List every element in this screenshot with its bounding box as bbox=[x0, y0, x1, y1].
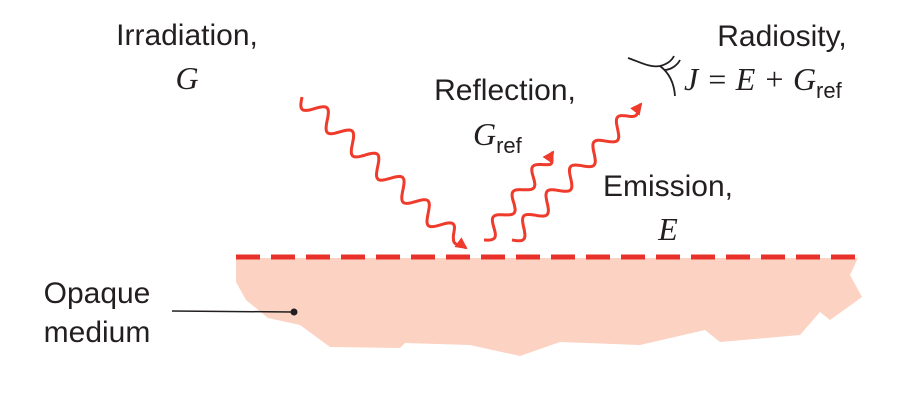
medium-leader-dot bbox=[290, 308, 298, 316]
radiosity-brace bbox=[627, 55, 681, 97]
irradiation-symbol: G bbox=[175, 60, 198, 96]
opaque-medium-label-line1: Opaque bbox=[44, 277, 151, 310]
irradiation-label: Irradiation, bbox=[116, 19, 258, 52]
radiosity-equation-sub: ref bbox=[816, 78, 843, 103]
reflection-symbol-sub: ref bbox=[496, 133, 523, 158]
reflection-symbol: Gref bbox=[473, 116, 523, 158]
opaque-medium-shape bbox=[236, 258, 862, 356]
radiosity-label: Radiosity, bbox=[717, 20, 847, 53]
irradiation-wavy-arrow bbox=[299, 96, 468, 250]
emission-label: Emission, bbox=[603, 170, 733, 203]
emission-symbol: E bbox=[657, 211, 678, 247]
reflection-label: Reflection, bbox=[434, 74, 576, 107]
opaque-medium-label-line2: medium bbox=[44, 316, 151, 349]
radiosity-equation-main: J = E + G bbox=[684, 61, 816, 97]
radiosity-equation: J = E + Gref bbox=[684, 61, 843, 103]
reflection-wavy-arrow bbox=[484, 150, 555, 242]
emission-wavy-arrow bbox=[511, 102, 643, 243]
medium-leader-line bbox=[171, 310, 293, 313]
reflection-symbol-main: G bbox=[473, 116, 496, 152]
